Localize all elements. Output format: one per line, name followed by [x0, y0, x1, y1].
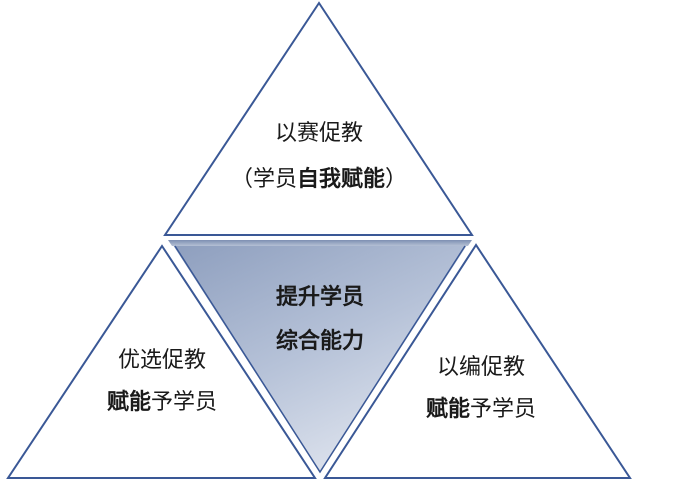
center-line2: 综合能力	[275, 329, 364, 354]
top-line2: （学员自我赋能）	[219, 164, 419, 196]
center-line1: 提升学员	[275, 285, 364, 310]
left-triangle-label: 优选促教 赋能予学员	[87, 345, 237, 419]
left-line2-bold: 赋能	[106, 390, 151, 415]
top-line1: 以赛促教	[274, 121, 363, 146]
right-line2-bold: 赋能	[425, 397, 470, 422]
top-line2-bold: 自我赋能	[296, 167, 385, 192]
top-triangle-label: 以赛促教 （学员自我赋能）	[219, 118, 419, 196]
center-triangle-label: 提升学员 综合能力	[240, 280, 400, 360]
right-triangle	[323, 243, 632, 479]
right-line2: 赋能予学员	[406, 394, 556, 426]
right-line1: 以编促教	[436, 355, 525, 380]
right-triangle-label: 以编促教 赋能予学员	[406, 352, 556, 426]
top-line2-close: ）	[385, 167, 408, 192]
left-line2: 赋能予学员	[87, 387, 237, 419]
top-line2-open: （学员	[230, 167, 297, 192]
left-line1: 优选促教	[117, 348, 206, 373]
left-triangle	[6, 244, 317, 479]
right-line2-rest: 予学员	[470, 397, 537, 422]
top-triangle	[163, 1, 474, 236]
left-line2-rest: 予学员	[151, 390, 218, 415]
